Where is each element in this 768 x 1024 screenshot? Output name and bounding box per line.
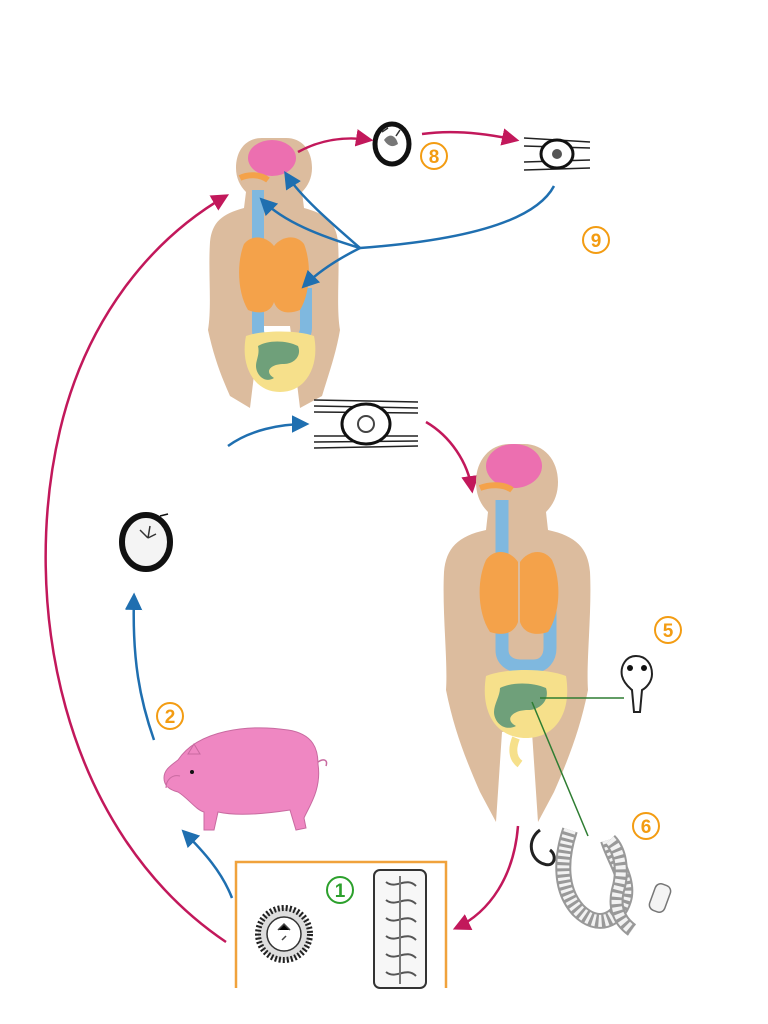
tapeworm-icon [529,827,637,936]
step-8-marker: 8 [420,142,448,170]
brain-icon [248,140,296,176]
egg-icon [255,905,313,963]
step-2-marker: 2 [156,702,184,730]
step-9-label: 9 [591,231,602,252]
human-torso-icon [443,444,591,822]
human-upper [208,138,340,408]
pig-icon [163,727,328,831]
step-2-label: 2 [165,707,176,728]
step-9-marker: 9 [582,226,610,254]
arrow-cyst-return [359,185,556,250]
arrow-egg-to-pig [181,829,234,899]
step-5-label: 5 [663,621,674,642]
left-lung-icon [479,551,518,634]
step-6-label: 6 [641,817,652,838]
left-lung-icon [239,237,274,313]
pointer-line-tapeworm [531,701,589,837]
arrow-human-to-eggs [452,825,520,930]
oncosphere-icon [119,512,173,572]
proglottid-icon [648,883,672,913]
step-8-label: 8 [429,147,440,168]
step-1-box: 1 [234,860,448,989]
human-lower [443,444,591,822]
arrow-to-brain [284,171,361,249]
arrow-brain-to-egg [297,129,374,154]
arrow-pig-to-oncosphere [124,592,156,741]
step-6-marker: 6 [632,812,660,840]
arrow-egg-to-human-upper [44,194,230,944]
step-1-label: 1 [335,881,346,902]
arrow-to-muscle-cyst [227,415,310,448]
proglottid-icon [373,869,427,989]
right-lung-icon [274,237,309,313]
cysticercus-in-muscle-icon [313,399,419,449]
step-1-marker: 1 [326,876,354,904]
right-lung-icon [520,551,559,634]
cysticercus-in-tissue-icon [523,137,591,171]
arrow-egg-to-cyst [421,128,520,146]
step-5-marker: 5 [654,616,682,644]
arrow-cyst-to-human [425,420,479,494]
egg-icon [372,121,412,167]
arrow-to-lungs [301,246,361,289]
brain-icon [486,444,542,488]
scolex-icon [620,654,654,713]
arrow-to-head [259,197,361,250]
human-torso-icon [208,138,340,408]
